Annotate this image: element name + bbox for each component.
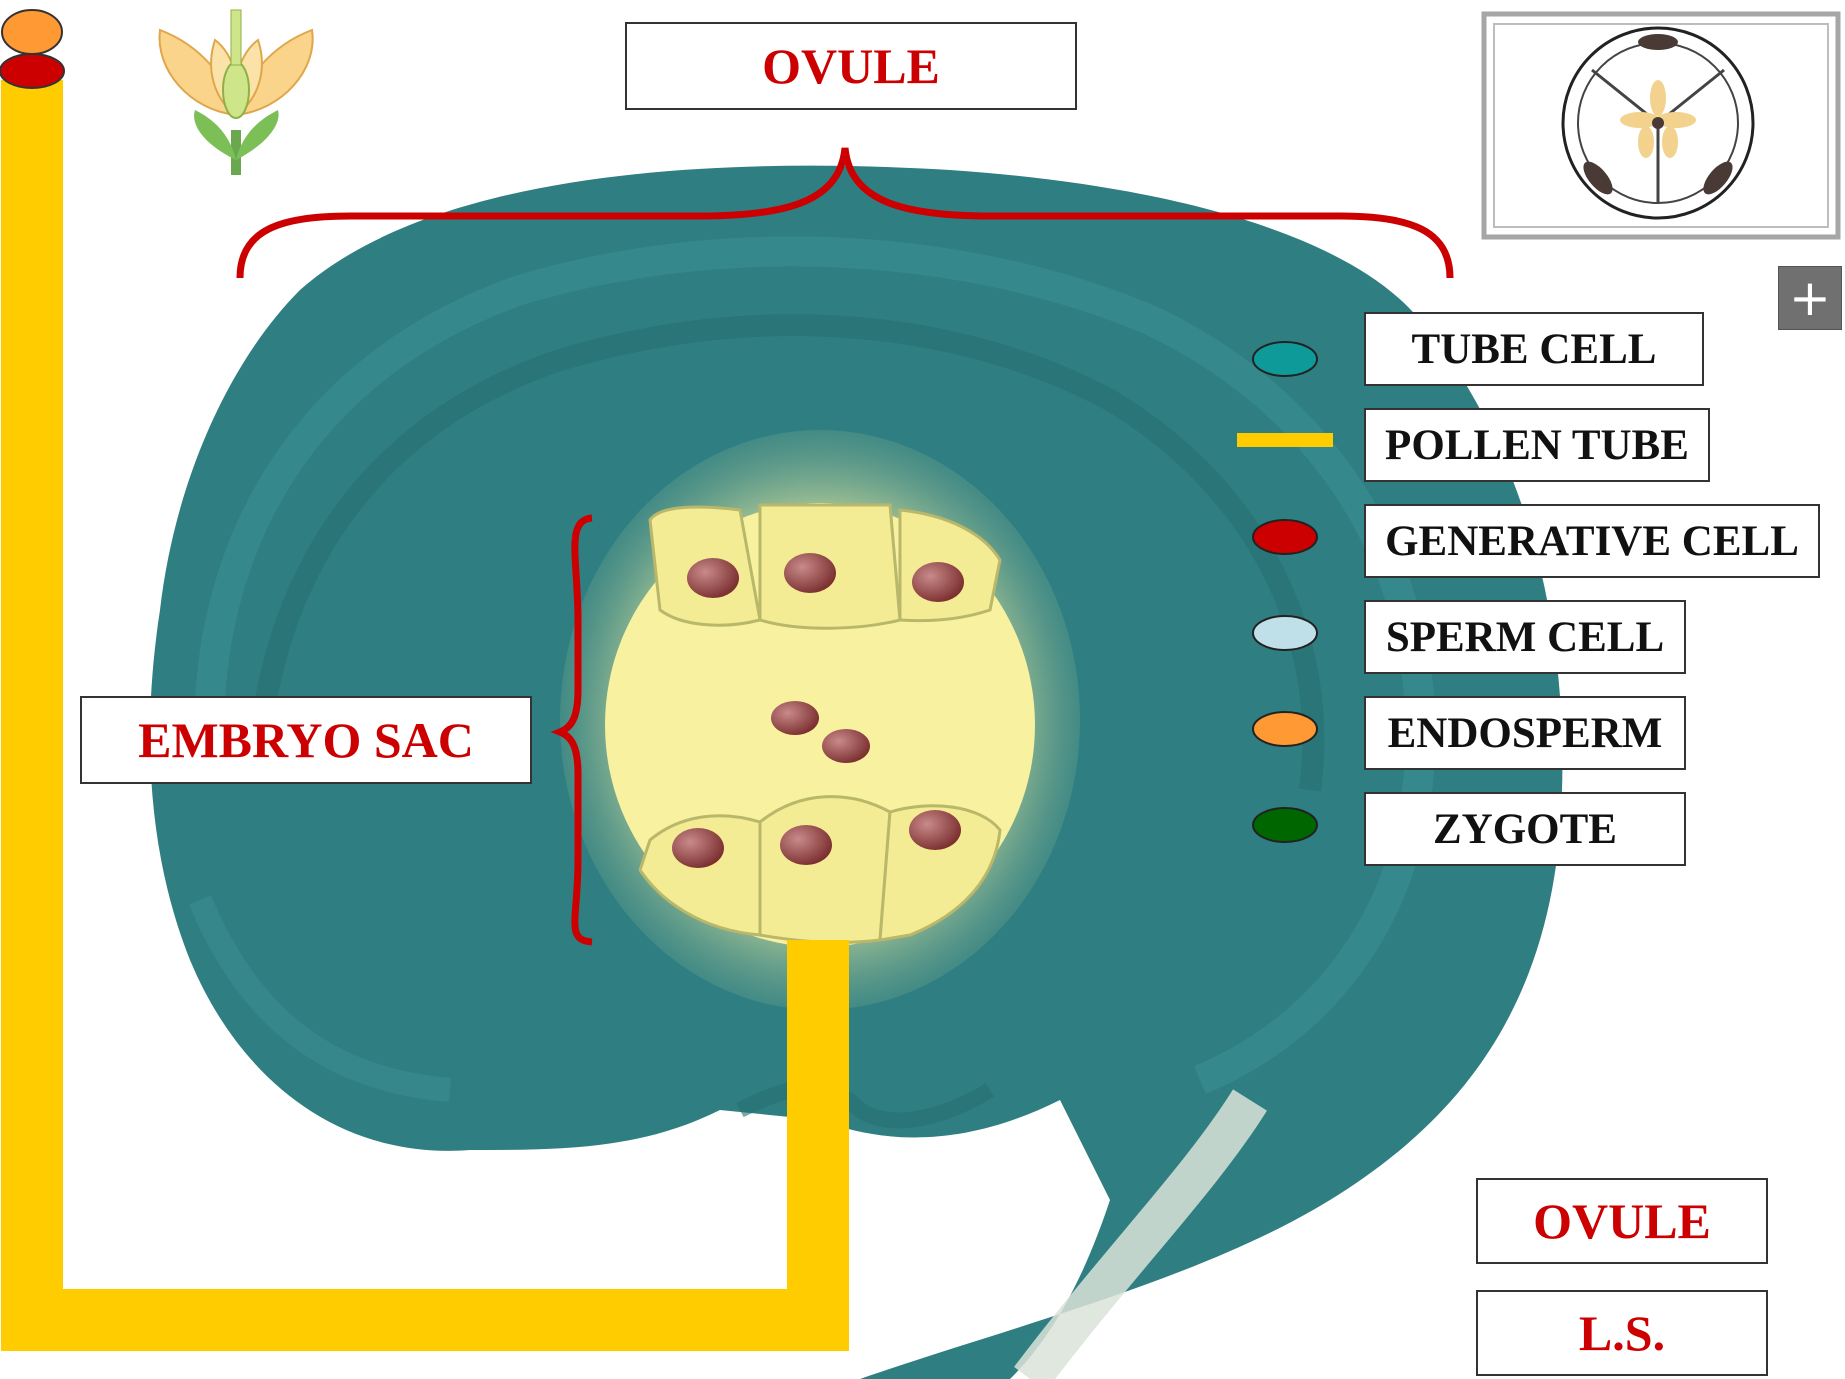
ovule-title-text: OVULE [762,37,940,95]
legend-label: ZYGOTE [1433,805,1617,854]
legend-label: SPERM CELL [1386,613,1664,662]
legend-item-tube-cell: TUBE CELL [1364,312,1704,386]
endosperm-cell-marker [2,10,62,54]
generative-cell-symbol [1253,520,1317,554]
flower-icon [160,10,313,175]
embryo-sac-label: EMBRYO SAC [80,696,532,784]
legend-item-endosperm: ENDOSPERM [1364,696,1686,770]
flower-cross-section-thumbnail [1484,14,1838,237]
plus-icon: + [1789,269,1831,327]
caption-ls: L.S. [1476,1290,1768,1376]
zygote-symbol [1253,808,1317,842]
legend-item-pollen-tube: POLLEN TUBE [1364,408,1710,482]
caption-ls-text: L.S. [1579,1304,1665,1362]
sperm-cell-symbol [1253,616,1317,650]
embryo-sac-label-text: EMBRYO SAC [138,711,474,769]
tube-cell-symbol [1253,342,1317,376]
legend-label: ENDOSPERM [1388,709,1663,758]
legend-label: TUBE CELL [1412,325,1657,374]
zoom-in-button[interactable]: + [1778,266,1842,330]
endosperm-symbol [1253,712,1317,746]
pollen-tube-symbol [1237,433,1333,447]
embryo-sac [560,430,1080,1010]
legend-item-zygote: ZYGOTE [1364,792,1686,866]
legend-item-sperm-cell: SPERM CELL [1364,600,1686,674]
generative-cell-marker [0,54,64,88]
legend-label: GENERATIVE CELL [1385,517,1799,566]
ovule-title: OVULE [625,22,1077,110]
caption-ovule: OVULE [1476,1178,1768,1264]
legend-label: POLLEN TUBE [1385,421,1689,470]
legend-item-generative-cell: GENERATIVE CELL [1364,504,1820,578]
caption-ovule-text: OVULE [1533,1192,1711,1250]
